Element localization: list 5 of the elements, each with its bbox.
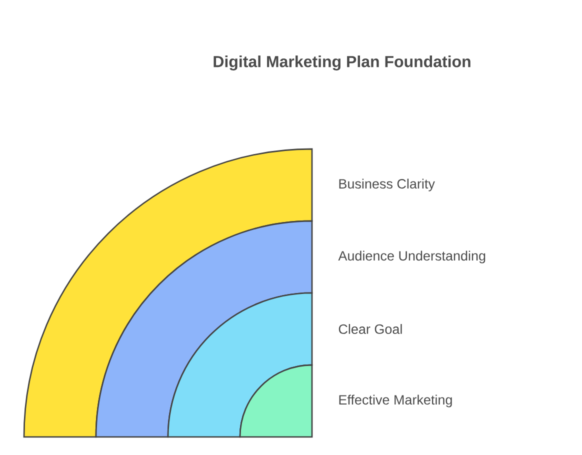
band-label: Effective Marketing bbox=[339, 394, 452, 408]
band-label: Business Clarity bbox=[339, 178, 435, 192]
title: Digital Marketing Plan Foundation bbox=[214, 56, 470, 70]
band-label: Audience Understanding bbox=[338, 250, 486, 264]
band-label: Clear Goal bbox=[338, 324, 402, 334]
